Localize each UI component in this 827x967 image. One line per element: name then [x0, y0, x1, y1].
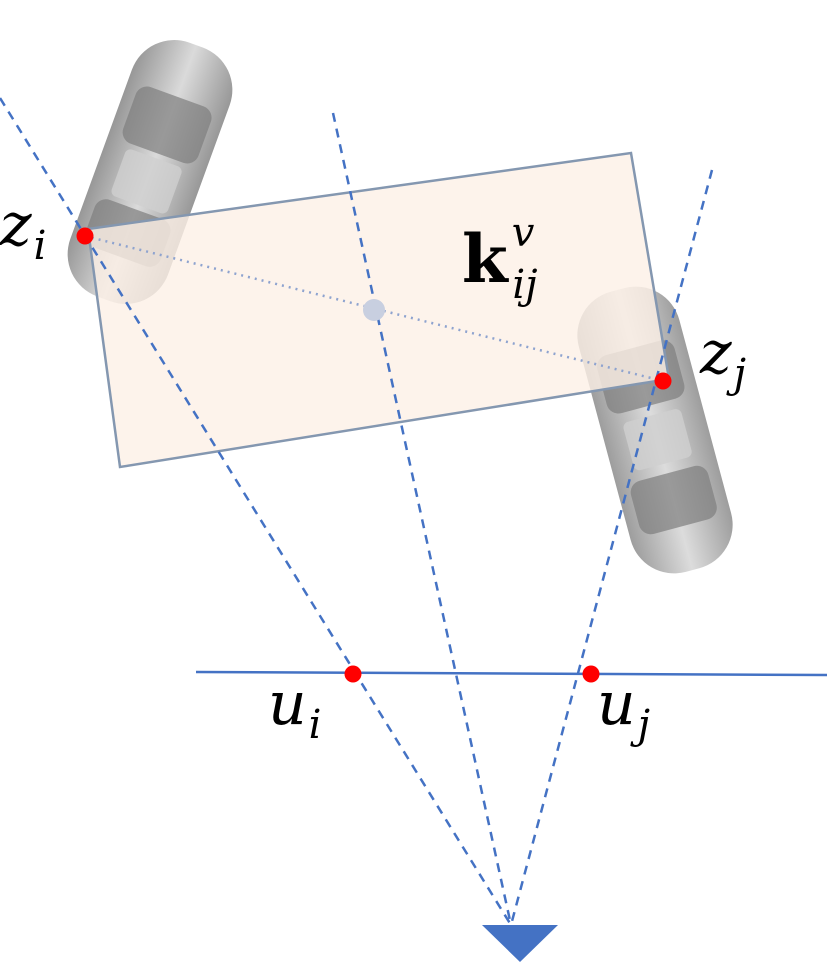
pair-connector [84, 234, 664, 383]
label-ui: ui [268, 669, 321, 748]
midpoint-marker [363, 299, 385, 321]
label-zi: zi [0, 190, 46, 269]
point-uj [582, 665, 600, 683]
camera-icon [482, 925, 558, 962]
point-ui [344, 665, 362, 683]
ray-center [331, 112, 513, 926]
point-zi [76, 227, 94, 245]
ray-j [509, 169, 714, 926]
label-zj: zj [699, 318, 746, 397]
label-uj: uj [597, 669, 650, 748]
point-zj [654, 372, 672, 390]
image-plane [195, 670, 827, 677]
